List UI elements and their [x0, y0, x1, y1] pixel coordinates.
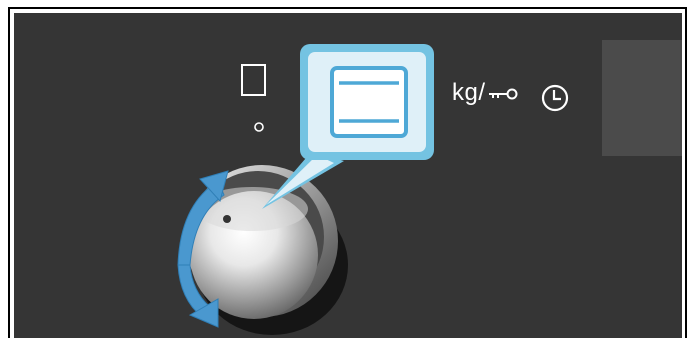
panel-graphics — [14, 13, 682, 338]
knob-indicator-dot — [223, 215, 231, 223]
clock-icon — [543, 86, 567, 110]
oven-control-panel: kg/ — [14, 13, 682, 338]
top-bottom-heat-icon — [332, 68, 406, 136]
key-icon — [489, 90, 517, 99]
off-indicator-dot-icon — [255, 123, 263, 131]
square-off-icon — [242, 65, 265, 95]
